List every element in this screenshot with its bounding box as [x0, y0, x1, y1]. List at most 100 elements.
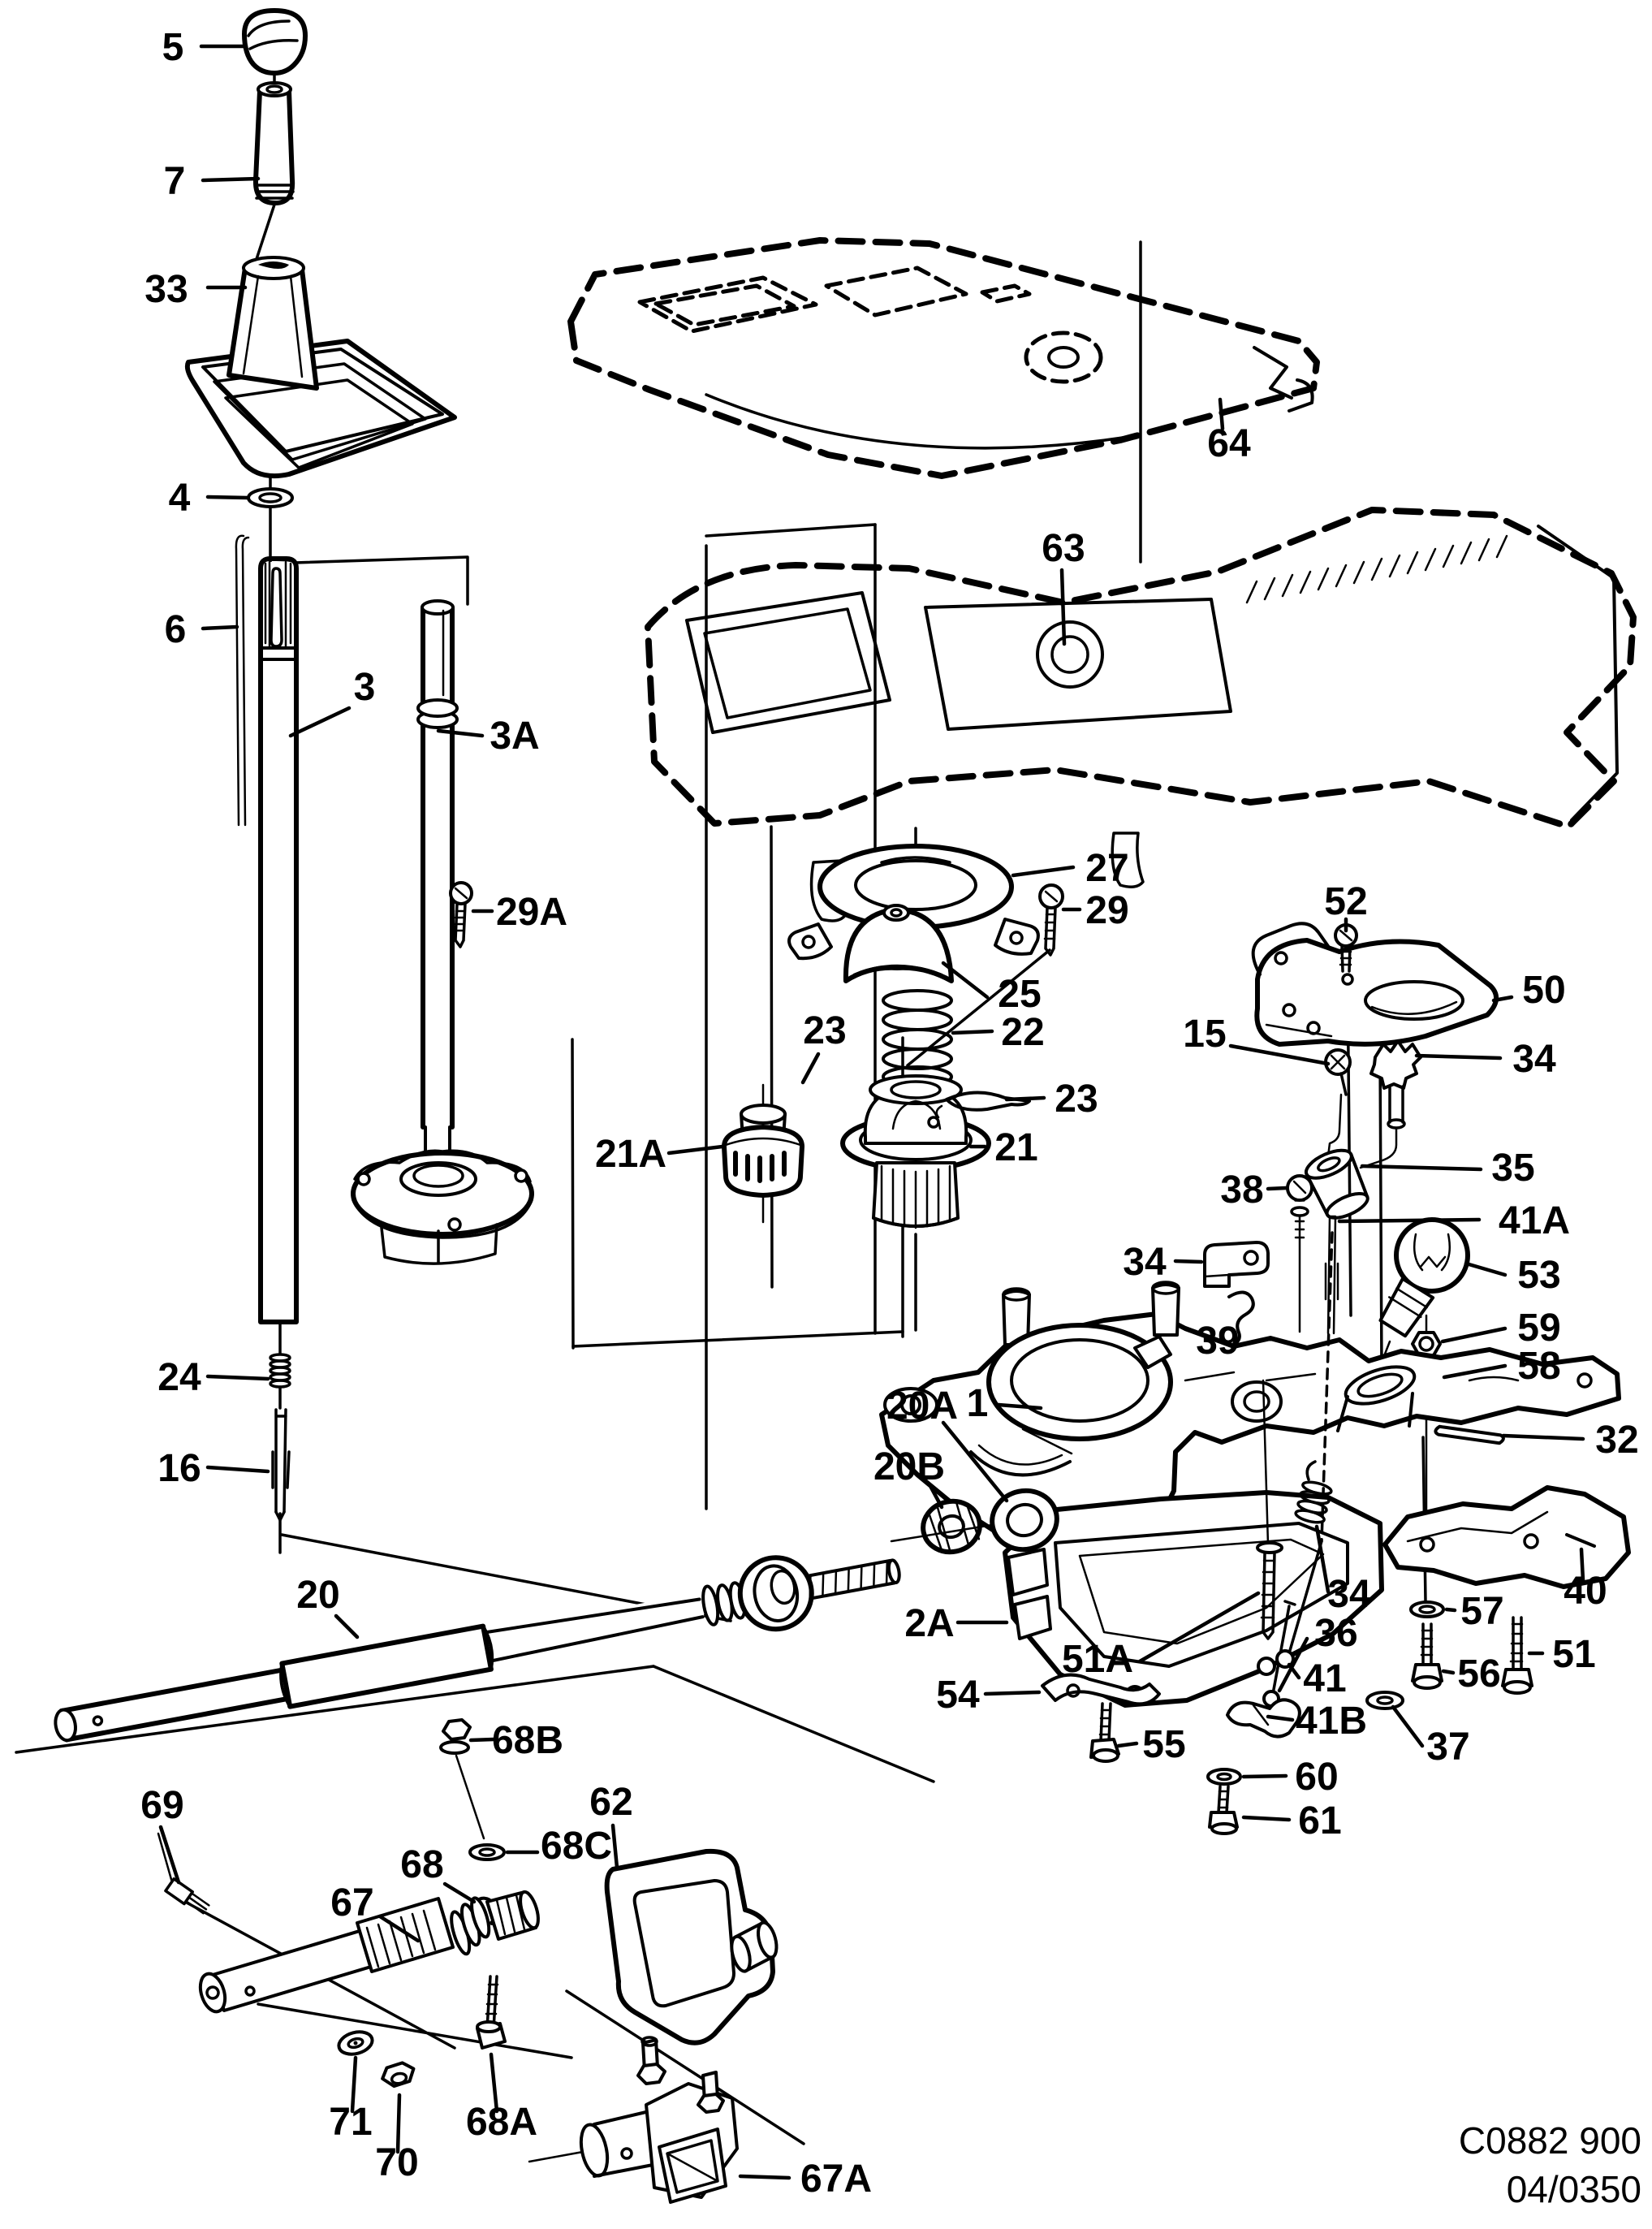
part-tube-67 [198, 1890, 540, 2014]
part-label-34c: 34 [1327, 1573, 1371, 1616]
leader-line-23a [800, 1052, 821, 1085]
leader-line-32 [1501, 1433, 1585, 1441]
part-label-24: 24 [157, 1356, 201, 1399]
part-label-37: 37 [1426, 1726, 1469, 1769]
part-bolt-51A [1256, 1379, 1283, 1640]
part-label-69: 69 [140, 1784, 183, 1827]
part-label-56: 56 [1457, 1652, 1500, 1696]
part-cup-21 [840, 1074, 991, 1229]
leader-line-24 [205, 1374, 270, 1381]
part-grommet-34 [1369, 1039, 1422, 1130]
leader-line-61 [1241, 1815, 1292, 1822]
leader-line-27 [1011, 865, 1076, 878]
part-washer-71 [337, 2030, 374, 2056]
leader-line-68 [442, 1881, 477, 1904]
labels-layer: 57334633A29A24162064632729252223232121A5… [140, 26, 1638, 2201]
part-washer-57 [1409, 1600, 1445, 1618]
part-label-16: 16 [157, 1447, 201, 1490]
part-label-7: 7 [164, 160, 186, 203]
part-console-63 [645, 507, 1637, 922]
part-label-58: 58 [1517, 1345, 1560, 1388]
leader-line-64 [1218, 397, 1225, 431]
leader-line-38 [1266, 1186, 1288, 1191]
leader-line-70 [395, 2093, 402, 2154]
part-label-20B: 20B [873, 1445, 945, 1488]
part-label-21A: 21A [595, 1133, 666, 1176]
leader-line-4 [205, 495, 250, 500]
leader-line-3A [436, 728, 485, 738]
part-spring-24 [269, 1353, 291, 1389]
part-pin-16 [271, 1408, 291, 1522]
part-label-4: 4 [169, 477, 191, 520]
part-rod-3A [351, 599, 534, 1265]
leader-line-37 [1391, 1704, 1425, 1748]
leader-line-67A [738, 2174, 791, 2180]
part-nut-20B [921, 1498, 982, 1555]
leader-line-7 [201, 176, 261, 183]
part-screw-29A [449, 881, 473, 948]
part-spring-34 [1294, 1460, 1333, 1524]
part-clamp-54 [1041, 1673, 1161, 1706]
part-label-41A: 41A [1499, 1199, 1570, 1242]
part-label-34b: 34 [1123, 1241, 1167, 1284]
part-label-59: 59 [1517, 1307, 1560, 1350]
part-label-51A: 51A [1062, 1638, 1133, 1681]
part-label-20A: 20A [886, 1384, 958, 1428]
part-label-57: 57 [1460, 1590, 1503, 1633]
part-label-22: 22 [1001, 1011, 1044, 1054]
part-label-29A: 29A [496, 891, 567, 934]
part-washer-60 [1206, 1768, 1242, 1786]
part-label-67: 67 [330, 1881, 373, 1924]
part-stud-15 [1324, 1048, 1352, 1096]
leader-line-55 [1116, 1741, 1139, 1748]
part-bulb-53 [1374, 1217, 1470, 1380]
part-coupling-67A [528, 2036, 739, 2204]
part-clip-23 [935, 1091, 1031, 1119]
part-console-panel-64 [567, 237, 1320, 479]
leader-line-68B [468, 1737, 496, 1743]
leader-line-71 [350, 2055, 358, 2114]
part-label-63: 63 [1042, 527, 1085, 570]
part-rod-6 [235, 534, 250, 827]
part-rod-20 [54, 1555, 901, 1743]
drawing-issue: 04/0350 [1507, 2168, 1641, 2210]
part-label-68A: 68A [466, 2101, 537, 2144]
part-knob-5 [242, 8, 308, 76]
part-link-wires [1326, 1093, 1398, 1169]
leader-line-54 [983, 1690, 1042, 1696]
part-pin-32 [1434, 1424, 1505, 1445]
part-washer-37 [1365, 1691, 1404, 1710]
leader-line-40 [1579, 1547, 1585, 1583]
leader-line-35 [1360, 1164, 1483, 1172]
part-gasket-62 [604, 1848, 779, 2045]
part-label-54: 54 [936, 1674, 980, 1717]
leader-line-41B [1266, 1714, 1295, 1722]
leader-line-60 [1241, 1773, 1288, 1779]
part-bolt-61 [1208, 1785, 1239, 1835]
part-boot-33 [184, 256, 457, 479]
part-bolt-51 [1501, 1616, 1533, 1695]
part-label-2A: 2A [904, 1602, 954, 1645]
part-label-38: 38 [1220, 1168, 1263, 1212]
part-label-32: 32 [1595, 1419, 1638, 1462]
part-label-6: 6 [165, 608, 187, 651]
part-label-23a: 23 [803, 1009, 846, 1052]
part-label-39: 39 [1196, 1320, 1239, 1363]
part-label-3A: 3A [490, 715, 539, 758]
leader-line-21A [666, 1144, 725, 1156]
part-sleeve-7 [252, 81, 295, 205]
part-label-34a: 34 [1512, 1038, 1556, 1081]
part-rod-3 [258, 556, 299, 1324]
part-label-71: 71 [329, 2101, 372, 2144]
part-label-33: 33 [144, 268, 188, 311]
leader-line-34b [1173, 1259, 1204, 1264]
part-label-53: 53 [1517, 1254, 1560, 1297]
part-label-41B: 41B [1296, 1700, 1367, 1743]
leader-line-20A [941, 1420, 1009, 1503]
part-label-20: 20 [296, 1574, 339, 1617]
part-label-70: 70 [375, 2141, 418, 2184]
part-label-64: 64 [1207, 422, 1251, 465]
leader-line-53 [1464, 1261, 1508, 1277]
leader-line-15 [1228, 1043, 1331, 1066]
part-ring-20A [990, 1488, 1059, 1553]
